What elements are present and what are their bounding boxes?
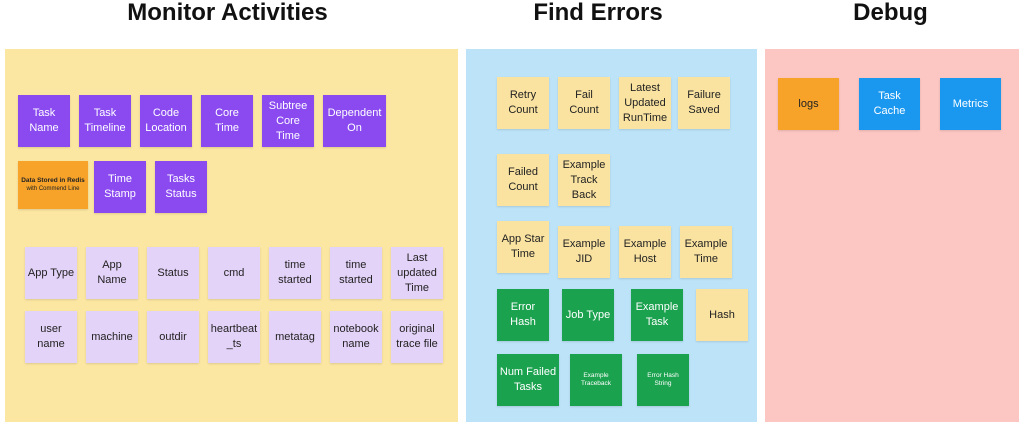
heading-monitor-activities: Monitor Activities (127, 0, 328, 26)
note-time-started-1: time started (269, 247, 321, 299)
note-task-cache: Task Cache (859, 78, 920, 130)
note-notebook-name: notebook name (330, 311, 382, 363)
note-data-stored-subtitle: with Commend Line (26, 186, 80, 192)
note-outdir: outdir (147, 311, 199, 363)
note-time-stamp: Time Stamp (94, 161, 146, 213)
note-example-track-back: Example Track Back (558, 154, 610, 206)
note-status: Status (147, 247, 199, 299)
note-app-name: App Name (86, 247, 138, 299)
heading-debug: Debug (853, 0, 928, 26)
note-original-trace-file: original trace file (391, 311, 443, 363)
note-example-time: Example Time (680, 226, 732, 278)
note-example-jid: Example JID (558, 226, 610, 278)
note-machine: machine (86, 311, 138, 363)
note-app-type: App Type (25, 247, 77, 299)
note-example-host: Example Host (619, 226, 671, 278)
note-subtree-core-time: Subtree Core Time (262, 95, 314, 147)
note-data-stored-title: Data Stored in Redis (21, 177, 85, 184)
note-hash: Hash (696, 289, 748, 341)
note-failure-saved: Failure Saved (678, 77, 730, 129)
note-fail-count: Fail Count (558, 77, 610, 129)
note-example-traceback: Example Traceback (570, 354, 622, 406)
note-app-star-time: App Star Time (497, 221, 549, 273)
note-tasks-status: Tasks Status (155, 161, 207, 213)
note-user-name: user name (25, 311, 77, 363)
note-cmd: cmd (208, 247, 260, 299)
note-metrics: Metrics (940, 78, 1001, 130)
debug-panel: logs Task Cache Metrics (765, 49, 1019, 422)
note-job-type: Job Type (562, 289, 614, 341)
note-time-started-2: time started (330, 247, 382, 299)
find-errors-panel: Retry Count Fail Count Latest Updated Ru… (466, 49, 757, 422)
note-dependent-on: Dependent On (323, 95, 386, 147)
note-last-updated-time: Last updated Time (391, 247, 443, 299)
note-data-stored-in-redis: Data Stored in Redis with Commend Line (18, 161, 88, 209)
monitor-activities-panel: Task Name Task Timeline Code Location Co… (5, 49, 458, 422)
note-error-hash: Error Hash (497, 289, 549, 341)
note-metatag: metatag (269, 311, 321, 363)
note-failed-count: Failed Count (497, 154, 549, 206)
note-retry-count: Retry Count (497, 77, 549, 129)
note-heartbeat-ts: heartbeat_ts (208, 311, 260, 363)
note-task-timeline: Task Timeline (79, 95, 131, 147)
note-code-location: Code Location (140, 95, 192, 147)
note-latest-updated-runtime: Latest Updated RunTime (619, 77, 671, 129)
note-task-name: Task Name (18, 95, 70, 147)
heading-find-errors: Find Errors (533, 0, 663, 26)
note-num-failed-tasks: Num Failed Tasks (497, 354, 559, 406)
note-error-hash-string: Error Hash String (637, 354, 689, 406)
note-core-time: Core Time (201, 95, 253, 147)
note-example-task: Example Task (631, 289, 683, 341)
note-logs: logs (778, 78, 839, 130)
